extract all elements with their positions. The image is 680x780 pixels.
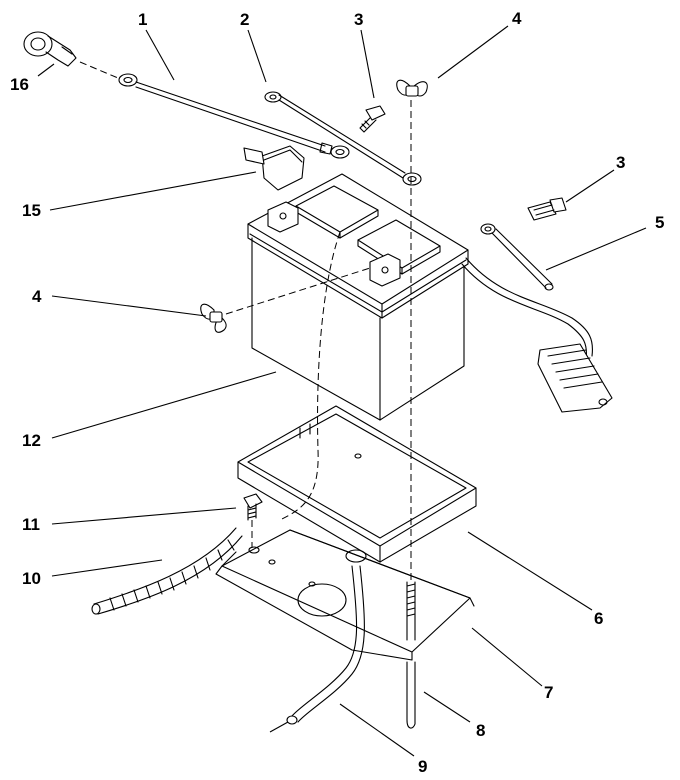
- part-11-bolt: [243, 493, 263, 548]
- callout-7: 7: [544, 683, 553, 702]
- callout-10: 10: [22, 569, 41, 588]
- part-9-hose: [269, 231, 365, 733]
- callout-11: 11: [22, 515, 40, 534]
- part-4-wing-nut-left: [200, 267, 371, 333]
- callout-numbers: 1 2 3 4 3 5 16 15 4 12 11 10 6 7 8 9: [10, 9, 664, 776]
- callout-4-top: 4: [512, 9, 522, 28]
- part-7-bracket: [215, 529, 475, 661]
- part-1-cable: [118, 73, 350, 159]
- part-10-spiral-wrap: [91, 527, 243, 615]
- callout-9: 9: [418, 757, 427, 776]
- callout-12: 12: [22, 431, 41, 450]
- part-2-strap: [264, 91, 422, 186]
- part-8-rod: [406, 100, 416, 729]
- leader-lines: [37, 25, 647, 757]
- callout-4-left: 4: [32, 287, 42, 306]
- callout-15: 15: [22, 201, 41, 220]
- part-15-terminal-cover: [243, 145, 305, 191]
- part-3-bolt-right: [527, 197, 567, 221]
- callout-3-right: 3: [616, 153, 625, 172]
- callout-2: 2: [240, 10, 249, 29]
- callout-8: 8: [476, 721, 485, 740]
- part-12-battery: [247, 173, 469, 421]
- callout-1: 1: [138, 10, 147, 29]
- part-5-cable-connector: [461, 223, 613, 413]
- part-3-bolt-top: [359, 105, 386, 133]
- part-4-wing-nut-top: [396, 79, 428, 97]
- callout-6: 6: [594, 609, 603, 628]
- callout-16: 16: [10, 75, 29, 94]
- callout-3-top: 3: [354, 10, 363, 29]
- callout-5: 5: [655, 213, 664, 232]
- part-6-tray: [237, 405, 477, 563]
- part-16-terminal-boot: [23, 31, 119, 79]
